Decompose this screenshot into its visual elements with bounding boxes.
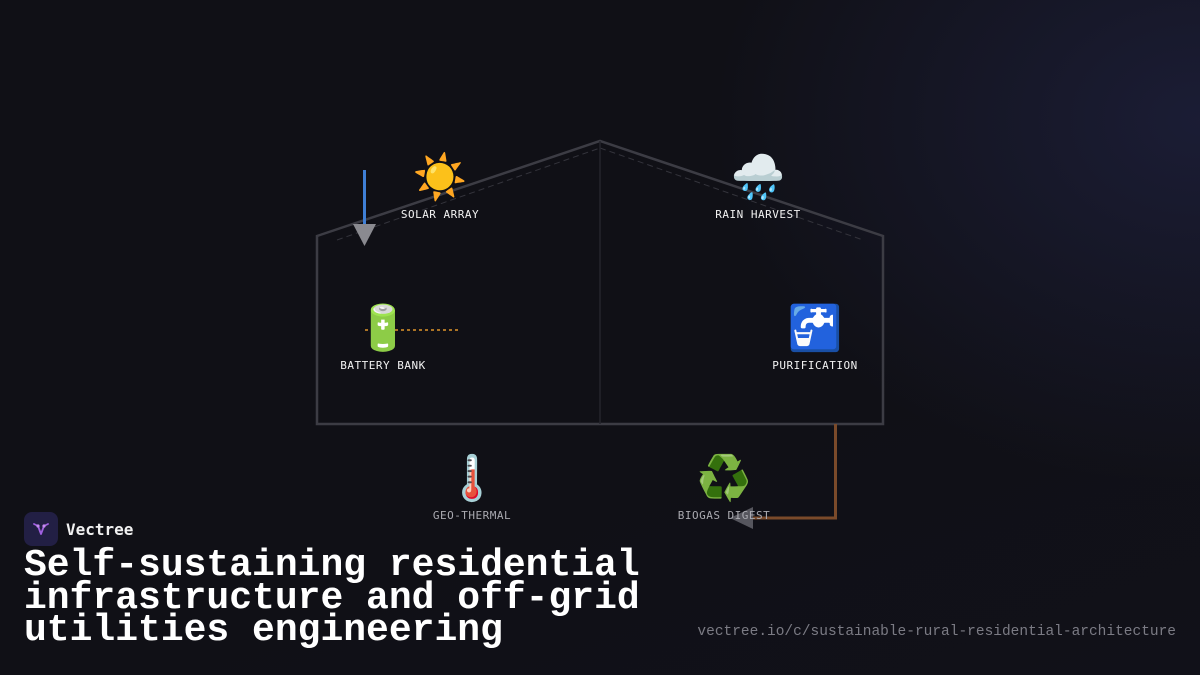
node-label: GEO-THERMAL — [432, 509, 512, 522]
water-tap-icon: 🚰 — [787, 303, 843, 354]
roof-inner-line-right — [599, 147, 864, 241]
brand[interactable]: Vectree — [24, 512, 133, 546]
recycle-icon: ♻️ — [696, 453, 752, 504]
solar-flow-arrowhead — [353, 224, 376, 246]
source-url[interactable]: vectree.io/c/sustainable-rural-residenti… — [697, 624, 1176, 640]
node-label: BIOGAS DIGEST — [677, 509, 771, 522]
node-label: BATTERY BANK — [340, 359, 426, 372]
node-label: SOLAR ARRAY — [400, 208, 480, 221]
vectree-logo-icon — [24, 512, 58, 546]
roof-inner-line-left — [336, 147, 601, 241]
node-battery-bank: 🔋 BATTERY BANK — [340, 303, 425, 372]
sun-icon: ☀️ — [412, 152, 468, 203]
thermometer-icon: 🌡️ — [444, 453, 500, 504]
node-purification: 🚰 PURIFICATION — [772, 303, 857, 372]
node-biogas-digest: ♻️ BIOGAS DIGEST — [678, 453, 771, 522]
page-title: Self-sustaining residential infrastructu… — [24, 544, 640, 652]
node-geo-thermal: 🌡️ GEO-THERMAL — [433, 453, 511, 522]
node-label: PURIFICATION — [772, 359, 858, 372]
biogas-pipe — [752, 424, 837, 520]
rain-cloud-icon: 🌧️ — [730, 152, 786, 203]
node-rain-harvest: 🌧️ RAIN HARVEST — [715, 152, 800, 221]
biogas-pipe-arrowhead — [730, 507, 753, 529]
node-label: RAIN HARVEST — [715, 208, 801, 221]
brand-name: Vectree — [66, 519, 134, 539]
logo-mark — [33, 523, 49, 535]
node-solar-array: ☀️ SOLAR ARRAY — [401, 152, 479, 221]
battery-icon: 🔋 — [355, 303, 411, 354]
house-outline — [315, 139, 885, 426]
